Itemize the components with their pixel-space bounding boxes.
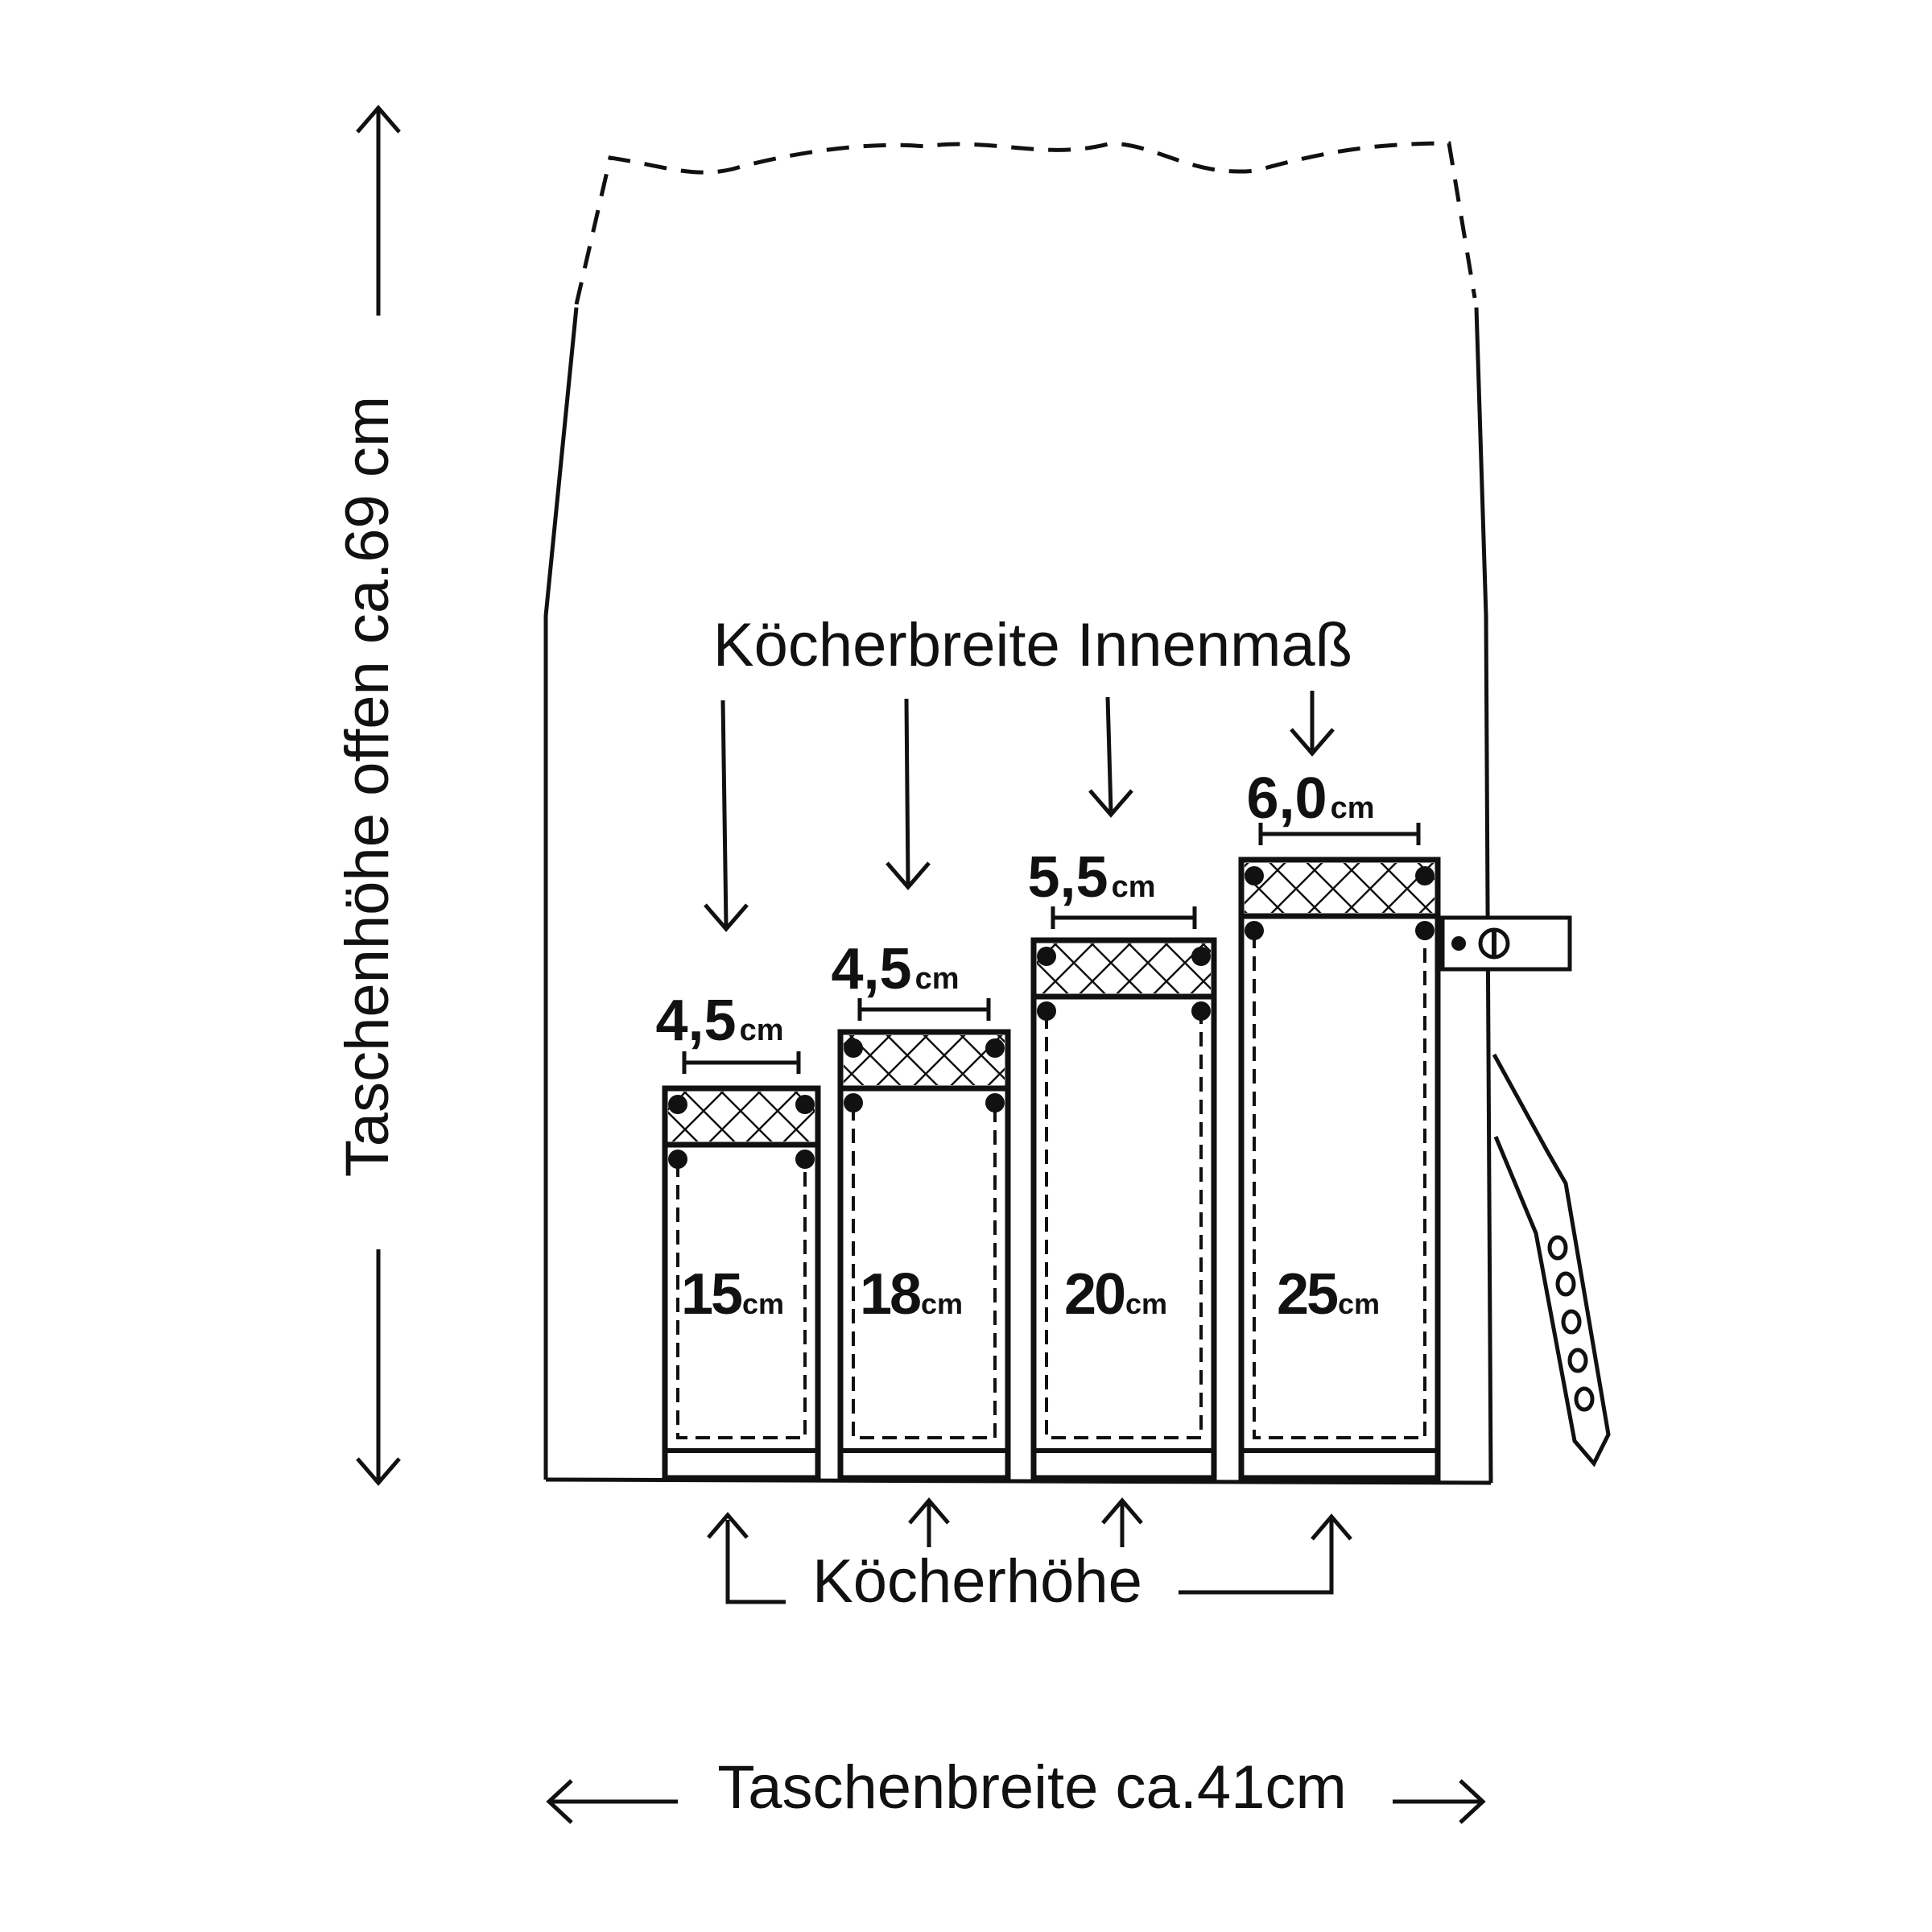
hanging-strap (1492, 1053, 1611, 1468)
belt-rivet-icon (1451, 936, 1466, 951)
quiver-height-label: 25cm (1277, 1262, 1380, 1327)
bag-left-edge (543, 307, 579, 1480)
rivet-icon (795, 1150, 815, 1169)
rivet-icon (668, 1150, 687, 1169)
quiver-height-label: 18cm (860, 1262, 963, 1327)
rivet-icon (1415, 921, 1435, 940)
rivet-icon (1245, 866, 1264, 886)
bag-top-dashed-edge (574, 141, 1477, 305)
quiver-width-value: 6,0 (1246, 766, 1327, 831)
bag-right-edge (1474, 307, 1493, 1484)
arrow-down-icon (356, 1457, 401, 1486)
quiver-body (1238, 857, 1441, 1481)
strap-hole-icon (1547, 1235, 1568, 1261)
arrow-down-icon (1290, 728, 1335, 757)
arrow-down-icon (1088, 789, 1133, 818)
arrow-up-icon (1101, 1497, 1143, 1525)
width-dimension-bracket (1258, 823, 1421, 845)
quiver-stitching (852, 1106, 997, 1439)
strap-hole-icon (1567, 1348, 1588, 1373)
rivet-icon (1191, 947, 1211, 966)
quiver-top-band (668, 1092, 815, 1141)
quiver-stitching (676, 1162, 807, 1439)
arrow-down-icon (704, 903, 749, 932)
quiver-height-unit: cm (742, 1287, 784, 1320)
bag-height-label: Taschenhöhe offen ca.69 cm (333, 396, 402, 1177)
quiver-height-label: 20cm (1064, 1262, 1167, 1327)
bag-height-dimension (356, 105, 401, 1486)
bag-width-dimension (546, 1779, 1486, 1824)
quiver-body (1030, 937, 1217, 1481)
width-dimension-bracket (682, 1051, 801, 1074)
quiver-stitching (1045, 1014, 1203, 1439)
arrow-right-icon (1459, 1779, 1486, 1824)
rivet-icon (1245, 921, 1264, 940)
quiver-width-title: Köcherbreite Innenmaß (713, 611, 1352, 679)
arrow-up-icon (908, 1497, 950, 1525)
quiver-width-unit: cm (915, 962, 960, 996)
quiver-width-unit: cm (740, 1013, 784, 1047)
rivet-icon (1415, 866, 1435, 886)
quiver-height-unit: cm (1125, 1287, 1167, 1320)
quiver-height-value: 25 (1277, 1262, 1338, 1327)
quiver-width-value: 4,5 (655, 989, 736, 1053)
quiver-width-unit: cm (1112, 870, 1156, 904)
width-dimension-bracket (1051, 906, 1197, 929)
quiver-height-unit: cm (1338, 1287, 1380, 1320)
rivet-icon (985, 1038, 1005, 1058)
quiver-top-band (1037, 943, 1211, 993)
quiver-height-value: 20 (1064, 1262, 1125, 1327)
quiver-stitching (1253, 934, 1426, 1439)
rivet-icon (795, 1095, 815, 1114)
strap-hole-icon (1555, 1271, 1576, 1297)
quiver-height-label: 15cm (681, 1262, 784, 1327)
width-pointer-arrows (704, 691, 1335, 932)
rivet-icon (668, 1095, 687, 1114)
quiver-body (837, 1029, 1011, 1481)
quiver-width-value: 5,5 (1027, 845, 1108, 910)
quiver-height-unit: cm (921, 1287, 963, 1320)
rivet-icon (844, 1038, 863, 1058)
width-dimension-bracket (857, 998, 991, 1021)
rivet-icon (1037, 947, 1056, 966)
bag-width-label: Taschenbreite ca.41cm (717, 1753, 1347, 1822)
quiver-top-band (844, 1035, 1005, 1085)
quiver-width-value: 4,5 (831, 937, 911, 1001)
arrow-left-icon (546, 1779, 573, 1824)
rivet-icon (1037, 1001, 1056, 1021)
strap-hole-icon (1574, 1386, 1595, 1412)
quiver-width-unit: cm (1331, 791, 1375, 825)
side-strap (1440, 915, 1611, 1468)
arrow-up-icon (1311, 1513, 1352, 1541)
arrow-up-icon (707, 1512, 749, 1539)
bag-outline (543, 141, 1493, 1485)
arrow-up-icon (356, 105, 401, 134)
strap-hole-icon (1561, 1309, 1582, 1335)
rivet-icon (1191, 1001, 1211, 1021)
quiver-height-title: Köcherhöhe (812, 1547, 1142, 1616)
quiver-height-value: 15 (681, 1262, 742, 1327)
rivet-icon (985, 1093, 1005, 1113)
quiver-body (662, 1085, 821, 1481)
quiver-height-value: 18 (860, 1262, 920, 1327)
rivet-icon (844, 1093, 863, 1113)
arrow-down-icon (886, 861, 931, 890)
height-pointer-arrows (707, 1497, 1352, 1604)
quiver-top-band (1245, 863, 1435, 913)
